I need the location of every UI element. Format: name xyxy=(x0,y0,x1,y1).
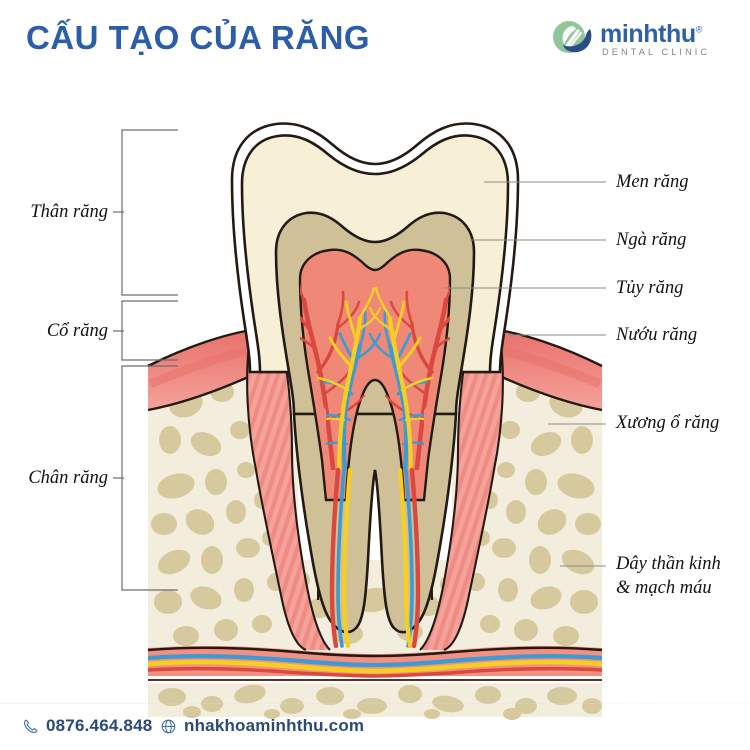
label-xuong-o-rang: Xương ổ răng xyxy=(616,413,720,433)
footer-phone-text: 0876.464.848 xyxy=(46,716,153,735)
label-than-rang: Thân răng xyxy=(30,202,108,222)
mandibular-canal-band xyxy=(147,645,603,681)
left-bracket-group xyxy=(113,129,178,591)
footer-website[interactable]: nhakhoaminhthu.com xyxy=(160,716,364,736)
label-chan-rang: Chân răng xyxy=(28,468,108,488)
page-title: CẤU TẠO CỦA RĂNG xyxy=(26,19,371,56)
label-nga-rang: Ngà răng xyxy=(616,230,687,250)
logo-subtitle: DENTAL CLINIC xyxy=(602,47,711,57)
footer-divider xyxy=(0,703,750,704)
brand-logo: minhthu® DENTAL CLINIC xyxy=(550,14,736,64)
label-tuy-rang: Tủy răng xyxy=(616,278,684,298)
footer-website-text: nhakhoaminhthu.com xyxy=(184,716,365,735)
periodontal-ligament xyxy=(246,335,504,651)
label-men-rang: Men răng xyxy=(616,172,689,192)
label-day-than-kinh-line1: Dây thần kinh xyxy=(616,554,721,574)
bracket-co-rang xyxy=(121,300,178,361)
vein-branches-right xyxy=(368,310,432,470)
artery-branches-right xyxy=(384,274,450,470)
phone-icon xyxy=(23,719,38,733)
logo-word-text: minhthu xyxy=(600,20,696,48)
label-day-than-kinh: Dây thần kinh & mạch máu xyxy=(616,553,721,600)
artery-branches xyxy=(300,274,366,470)
label-nuou-rang: Nướu răng xyxy=(616,325,698,345)
page-footer: 0876.464.848 nhakhoaminhthu.com xyxy=(0,695,750,750)
globe-icon xyxy=(161,719,176,733)
logo-registered-mark: ® xyxy=(695,24,703,35)
tooth-swoosh-logo-icon xyxy=(553,21,592,53)
logo-wordmark: minhthu® xyxy=(600,20,702,49)
bracket-than-rang xyxy=(121,129,178,296)
right-leader-lines xyxy=(444,181,606,567)
label-day-than-kinh-line2: & mạch máu xyxy=(616,577,712,598)
root-canal-bundles xyxy=(329,467,421,649)
nerve-branches xyxy=(312,286,382,470)
footer-phone[interactable]: 0876.464.848 xyxy=(22,716,152,736)
pulp-vessel-network xyxy=(300,274,450,470)
lower-bone-strip xyxy=(148,683,602,720)
label-co-rang: Cổ răng xyxy=(46,321,108,341)
page-header: CẤU TẠO CỦA RĂNG minhthu® DENTAL CLINIC xyxy=(0,0,750,85)
